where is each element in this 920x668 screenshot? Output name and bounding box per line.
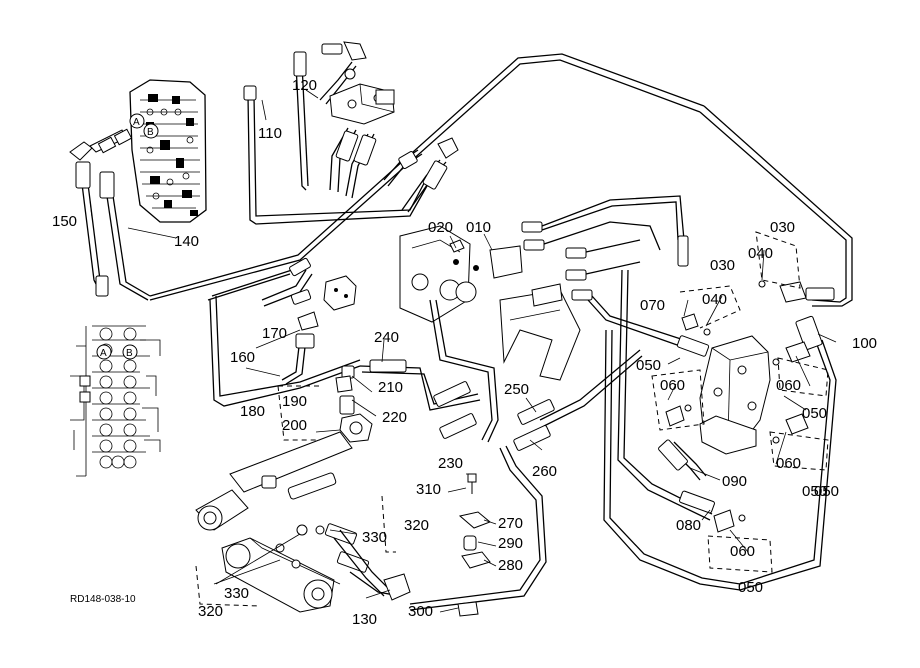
group-bracket-030-040 (755, 231, 801, 289)
port-marker-a-left: A (96, 344, 112, 360)
callout-060-c: 060 (776, 455, 801, 472)
collar-290 (463, 535, 477, 551)
group-bracket-050-060d (707, 535, 773, 573)
fitting-330 (296, 523, 370, 573)
group-bracket-050-060c (769, 431, 829, 471)
control-valve-block (129, 79, 207, 223)
callout-320-b: 320 (198, 603, 223, 620)
callout-240: 240 (374, 329, 399, 346)
callout-010: 010 (466, 219, 491, 236)
svg-text:A: A (100, 348, 107, 359)
callout-060-a: 060 (660, 377, 685, 394)
callout-180: 180 (240, 403, 265, 420)
pipe-130 (333, 529, 411, 601)
svg-text:A: A (133, 117, 140, 128)
callout-170: 170 (262, 325, 287, 342)
lower-cylinder (221, 537, 341, 613)
callout-230: 230 (438, 455, 463, 472)
callout-100: 100 (852, 335, 877, 352)
hose-140 (99, 171, 151, 301)
clamp-280 (461, 551, 491, 569)
group-bracket-180-200 (277, 385, 320, 441)
callout-050-b: 050 (802, 405, 827, 422)
callout-030-b: 030 (710, 257, 735, 274)
check-valve-200 (339, 395, 373, 443)
elbow-fitting (69, 128, 133, 161)
callout-120: 120 (292, 77, 317, 94)
callout-040-a: 040 (748, 245, 773, 262)
callout-050-e: 050 (814, 483, 839, 500)
group-bracket-040-right (679, 285, 741, 329)
callout-060-b: 060 (776, 377, 801, 394)
hose-080 (679, 490, 715, 514)
callout-280: 280 (498, 557, 523, 574)
clamp-270 (458, 511, 491, 529)
callout-130: 130 (352, 611, 377, 628)
hose-150 (75, 161, 109, 297)
svg-text:B: B (147, 127, 154, 138)
relief-valve-block (699, 335, 771, 455)
pipe-bundle-upper (149, 53, 853, 307)
callout-210: 210 (378, 379, 403, 396)
tee-block-small (323, 275, 357, 311)
callout-270: 270 (498, 515, 523, 532)
callout-020: 020 (428, 219, 453, 236)
port-marker-a-top: A (129, 113, 145, 129)
port-marker-b-top: B (143, 123, 159, 139)
hose-090 (658, 439, 707, 481)
callout-090: 090 (722, 473, 747, 490)
callout-070: 070 (640, 297, 665, 314)
fitting-170 (281, 311, 319, 385)
callout-200: 200 (282, 417, 307, 434)
callout-labels: 020 010 030 040 030 040 070 100 050 060 … (52, 77, 877, 628)
callout-330-a: 330 (362, 529, 387, 546)
callout-310: 310 (416, 481, 441, 498)
clamp-300 (457, 601, 479, 617)
leader-lines (89, 89, 837, 613)
hydraulic-lines-middle (207, 269, 643, 611)
callout-330-b: 330 (224, 585, 249, 602)
hydraulic-cylinder (195, 431, 353, 531)
callout-110: 110 (258, 125, 282, 142)
fitting-210 (335, 365, 355, 393)
callout-050-d: 050 (738, 579, 763, 596)
pipe-bundle-right (587, 269, 837, 591)
callout-260: 260 (532, 463, 557, 480)
fitting-060 (665, 341, 811, 533)
callout-030-a: 030 (770, 219, 795, 236)
callout-300: 300 (408, 603, 433, 620)
fitting-160 (261, 257, 313, 307)
drawing-code: RD148-038-10 (70, 594, 136, 605)
callout-060-d: 060 (730, 543, 755, 560)
callout-190: 190 (282, 393, 307, 410)
callout-220: 220 (382, 409, 407, 426)
bracket-fittings (521, 195, 689, 301)
callout-150: 150 (52, 213, 77, 230)
callout-080: 080 (676, 517, 701, 534)
hydraulic-schematic (70, 325, 161, 477)
hose-110 (243, 51, 437, 225)
callout-290: 290 (498, 535, 523, 552)
group-bracket-320-right (381, 495, 396, 553)
callout-250: 250 (504, 381, 529, 398)
group-bracket-050-060a (651, 369, 705, 431)
callout-050-c: 050 (802, 483, 827, 500)
callout-320-a: 320 (404, 517, 429, 534)
tee-block (329, 83, 395, 125)
port-marker-b-left: B (122, 344, 138, 360)
callout-050-a: 050 (636, 357, 661, 374)
plate-bracket (499, 283, 581, 381)
callout-160: 160 (230, 349, 255, 366)
pipe-tee-hoses (329, 127, 459, 213)
group-bracket-320-left (195, 565, 261, 607)
callout-040-b: 040 (702, 291, 727, 308)
bolt-230 (467, 473, 477, 494)
svg-text:B: B (126, 348, 133, 359)
callout-140: 140 (174, 233, 199, 250)
